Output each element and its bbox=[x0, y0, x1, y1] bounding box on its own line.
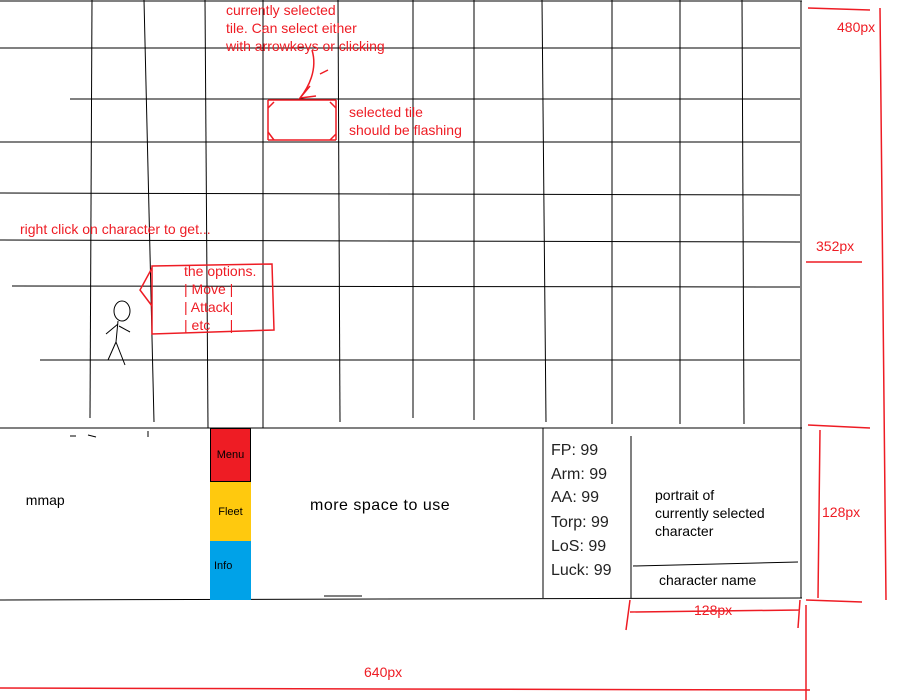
stat-los: LoS: 99 bbox=[551, 538, 607, 555]
minimap[interactable]: mmap bbox=[18, 476, 65, 508]
right-click-annotation: right click on character to get... bbox=[20, 221, 211, 237]
stat-torp: Torp: 99 bbox=[551, 514, 609, 531]
info-button[interactable]: Info bbox=[210, 541, 251, 600]
context-menu-item-move[interactable]: | Move | bbox=[184, 281, 234, 297]
fleet-button-label: Fleet bbox=[218, 505, 243, 518]
character-sprite bbox=[105, 300, 131, 366]
info-button-label: Info bbox=[214, 560, 233, 572]
character-portrait: portrait of currently selected character bbox=[655, 487, 765, 539]
stat-armor: Arm: 99 bbox=[551, 466, 608, 483]
minimap-label: mmap bbox=[25, 492, 65, 508]
dimension-label-480: 480px bbox=[837, 19, 876, 35]
dimension-label-128-right: 128px bbox=[822, 504, 861, 520]
stat-luck: Luck: 99 bbox=[551, 562, 612, 579]
context-menu[interactable]: the options. | Move | | Attack| | etc | bbox=[184, 262, 256, 334]
fleet-button[interactable]: Fleet bbox=[210, 482, 251, 541]
context-menu-title: the options. bbox=[184, 263, 257, 279]
menu-button[interactable]: Menu bbox=[210, 428, 251, 482]
stat-fp: FP: 99 bbox=[551, 442, 599, 459]
dimension-label-640: 640px bbox=[364, 664, 403, 680]
selected-tile-annotation: currently selected tile. Can select eith… bbox=[226, 2, 385, 54]
selected-tile-highlight bbox=[267, 99, 337, 141]
character-name: character name bbox=[659, 572, 757, 588]
dimension-label-128-bottom: 128px bbox=[694, 602, 733, 618]
context-menu-item-attack[interactable]: | Attack| bbox=[184, 299, 234, 315]
flashing-annotation: selected tile should be flashing bbox=[349, 104, 462, 138]
extra-space-label: more space to use bbox=[310, 497, 451, 514]
context-menu-item-etc[interactable]: | etc | bbox=[184, 317, 234, 333]
arrow-icon bbox=[298, 49, 329, 99]
stat-aa: AA: 99 bbox=[551, 489, 600, 506]
dimension-label-352: 352px bbox=[816, 238, 855, 254]
menu-button-label: Menu bbox=[216, 449, 245, 461]
